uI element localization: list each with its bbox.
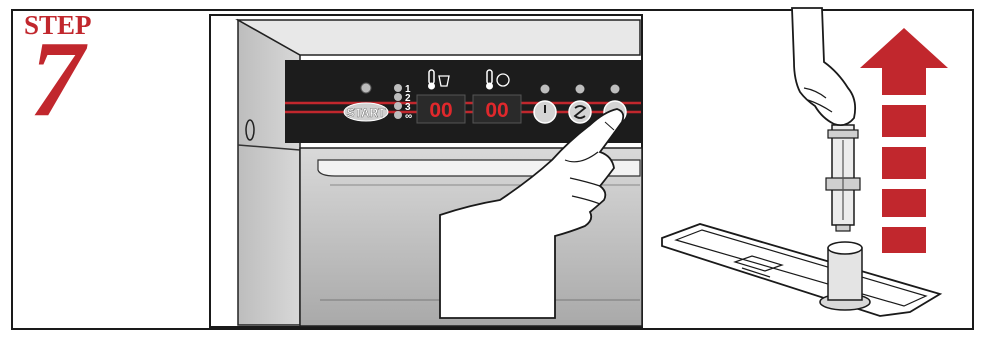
program-led-2 <box>394 93 402 101</box>
program-led-4 <box>394 111 402 119</box>
machine-top <box>238 20 640 55</box>
program-number-infinite: ∞ <box>405 111 412 122</box>
display-2-value: 00 <box>485 99 508 122</box>
start-indicator-led <box>361 83 371 93</box>
power-led <box>541 85 550 94</box>
program-led-1 <box>394 84 402 92</box>
drain-led <box>611 85 620 94</box>
program-led-3 <box>394 102 402 110</box>
filter-removal-illustration <box>662 8 948 316</box>
filter-socket <box>828 248 862 300</box>
start-button-label: START <box>346 106 386 120</box>
salt-led <box>576 85 585 94</box>
display-1-value: 00 <box>429 99 452 122</box>
lifting-hand <box>792 8 855 125</box>
arrow-up-icon <box>860 28 948 253</box>
dishwasher-panel-illustration: START 1 2 3 ∞ 00 <box>210 15 642 327</box>
